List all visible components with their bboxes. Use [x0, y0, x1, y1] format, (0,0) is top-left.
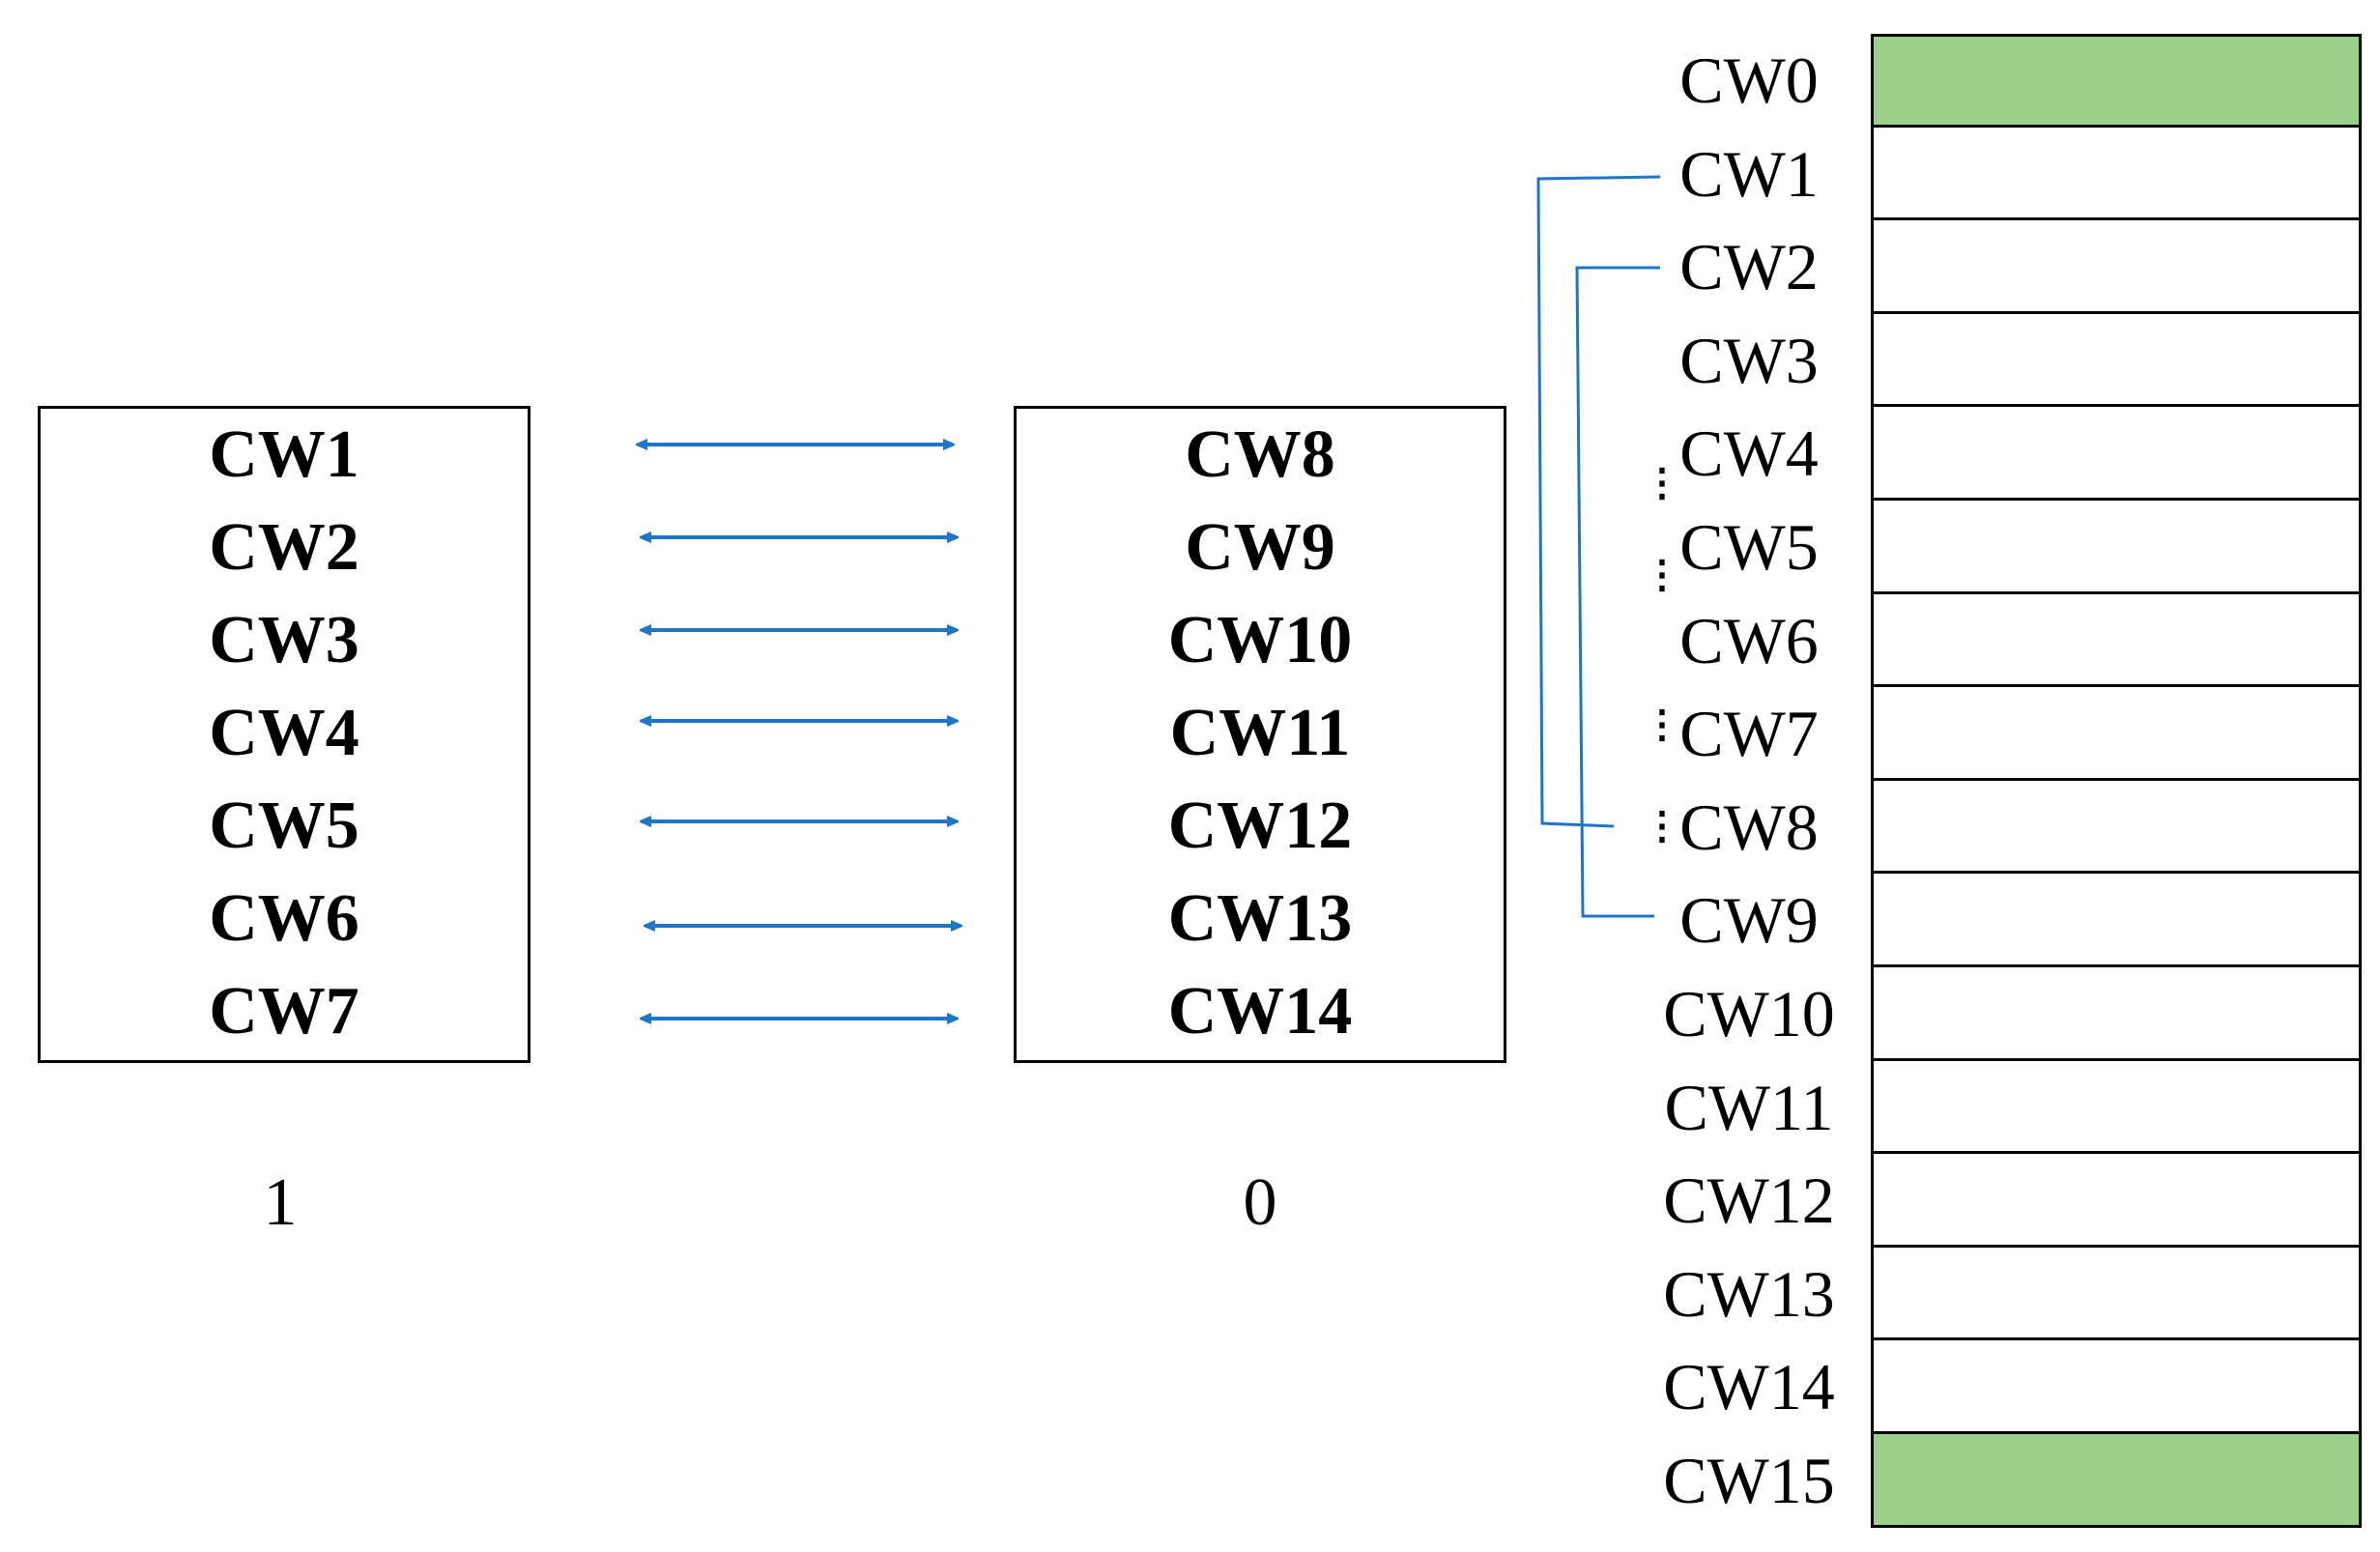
strip-cell	[1871, 1340, 2362, 1434]
strip-label: CW10	[1663, 977, 1835, 1050]
strip-cell	[1871, 220, 2362, 314]
strip-label: CW2	[1679, 230, 1819, 304]
middle-box-item: CW12	[1167, 789, 1353, 863]
codeword-strip	[1871, 34, 2362, 1528]
strip-label: CW3	[1679, 323, 1819, 397]
left-group-label: 1	[263, 1165, 298, 1240]
strip-cell	[1871, 34, 2362, 128]
middle-codeword-box: CW8 CW9 CW10 CW11 CW12 CW13 CW14	[1014, 406, 1506, 1063]
left-box-item: CW4	[209, 696, 359, 770]
strip-label: CW0	[1679, 43, 1819, 117]
left-box-item: CW6	[209, 881, 359, 956]
middle-box-item: CW9	[1185, 510, 1335, 585]
left-box-item: CW1	[209, 417, 359, 492]
strip-label: CW13	[1663, 1256, 1835, 1331]
strip-cell	[1871, 593, 2362, 688]
strip-label: CW1	[1679, 136, 1819, 211]
strip-label: CW9	[1679, 883, 1819, 958]
strip-label: CW6	[1679, 603, 1819, 677]
strip-cell	[1871, 500, 2362, 594]
strip-cell	[1871, 1154, 2362, 1248]
middle-box-item: CW13	[1167, 881, 1353, 956]
strip-cell	[1871, 1433, 2362, 1528]
strip-cell	[1871, 780, 2362, 875]
connector-cw1-cw8	[1536, 175, 1661, 828]
middle-box-item: CW8	[1185, 417, 1335, 492]
left-box-item: CW3	[209, 603, 359, 677]
ellipsis-dots: ⋮	[1643, 703, 1681, 746]
strip-cell	[1871, 687, 2362, 781]
strip-cell	[1871, 1247, 2362, 1341]
ellipsis-dots: ⋮	[1643, 804, 1681, 848]
strip-cell	[1871, 407, 2362, 501]
left-box-item: CW7	[209, 974, 359, 1049]
strip-cell	[1871, 966, 2362, 1061]
ellipsis-dots: ⋮	[1643, 553, 1681, 596]
strip-label: CW15	[1663, 1444, 1835, 1517]
ellipsis-dots: ⋮	[1643, 461, 1681, 504]
middle-group-label: 0	[1243, 1165, 1277, 1240]
strip-label: CW8	[1679, 790, 1819, 864]
strip-cell	[1871, 127, 2362, 221]
middle-box-item: CW11	[1169, 696, 1351, 770]
strip-label: CW7	[1679, 697, 1819, 771]
left-codeword-box: CW1 CW2 CW3 CW4 CW5 CW6 CW7	[38, 406, 530, 1063]
strip-cell	[1871, 313, 2362, 408]
strip-cell	[1871, 874, 2362, 967]
left-box-item: CW2	[209, 510, 359, 585]
connector-cw2-cw9	[1575, 266, 1660, 918]
strip-label: CW11	[1664, 1070, 1834, 1144]
strip-label: CW12	[1663, 1164, 1835, 1238]
strip-label: CW14	[1663, 1350, 1835, 1424]
strip-label: CW5	[1679, 510, 1819, 584]
strip-cell	[1871, 1060, 2362, 1155]
strip-label: CW4	[1679, 417, 1819, 491]
middle-box-item: CW10	[1167, 603, 1353, 677]
left-box-item: CW5	[209, 789, 359, 863]
middle-box-item: CW14	[1167, 974, 1353, 1049]
